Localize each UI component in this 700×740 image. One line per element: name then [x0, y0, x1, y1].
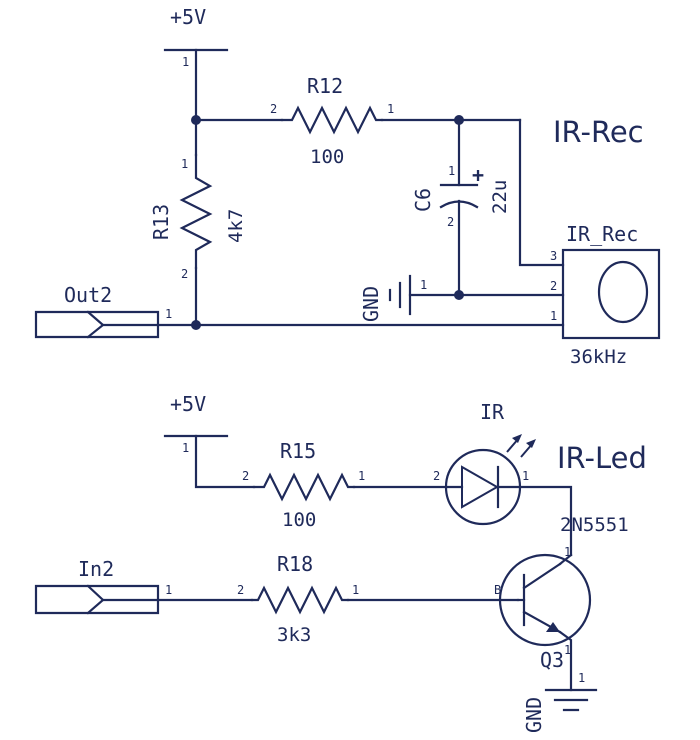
junction-out2 [191, 320, 201, 330]
in2-pin: 1 [165, 583, 172, 597]
c6-pin-bottom: 2 [447, 215, 454, 229]
q3-part: 2N5551 [560, 514, 629, 536]
gnd-label-2: GND [522, 697, 546, 733]
r12-pin-right: 1 [387, 102, 394, 116]
junction-c6-gnd [454, 290, 464, 300]
ir-led-ray-1-head [512, 434, 522, 443]
junction-r12-r13 [191, 115, 201, 125]
q3-collector-out [558, 553, 573, 566]
ir-led-pin-left: 2 [433, 469, 440, 483]
ir-led-ray-2-head [526, 439, 536, 448]
wire-emitter-gnd [558, 630, 573, 692]
ir-led-triangle [461, 465, 500, 509]
q3-pin-e: 1 [564, 643, 571, 657]
r18-pin-right: 1 [352, 583, 359, 597]
ir-led-pin-right: 1 [522, 469, 529, 483]
c6-ref: C6 [411, 188, 435, 212]
ir-rec-pin-2: 2 [550, 279, 557, 293]
r12-ref: R12 [307, 74, 343, 98]
ir-rec-pin-3: 3 [550, 249, 557, 263]
ir-led-ref: IR [480, 400, 505, 424]
supply-label-2: +5V [170, 392, 206, 416]
rec-section-title: IR-Rec [553, 115, 644, 149]
r18-ref: R18 [277, 552, 313, 576]
q3-emitter-arrow [546, 622, 560, 632]
q3-body [498, 553, 592, 647]
out2-connector [34, 310, 160, 339]
r12-value: 100 [310, 146, 344, 168]
r15-value: 100 [282, 509, 316, 531]
q3-pin-c: 1 [564, 545, 571, 559]
supply-pin-2: 1 [182, 441, 189, 455]
r15-pin-right: 1 [358, 469, 365, 483]
q3-ref: Q3 [540, 648, 564, 672]
ir-rec-lens [597, 260, 649, 324]
q3-pin-b: B [494, 583, 501, 597]
r18-value: 3k3 [277, 624, 311, 646]
gnd2-pin: 1 [578, 671, 585, 685]
out2-arrow [86, 310, 105, 339]
r15-resistor [252, 472, 356, 502]
supply-pin: 1 [182, 55, 189, 69]
r13-pin-bottom: 2 [181, 267, 188, 281]
gnd-pin: 1 [420, 278, 427, 292]
r18-resistor [250, 585, 350, 615]
c6-value: 22u [489, 180, 511, 214]
out2-pin: 1 [165, 307, 172, 321]
c6-polarity: + [472, 163, 484, 187]
r15-ref: R15 [280, 439, 316, 463]
wire-rec-pin3 [518, 118, 565, 267]
wire-supply2-r15 [194, 434, 256, 489]
gnd-label: GND [359, 286, 383, 322]
r12-pin-left: 2 [270, 102, 277, 116]
junction-c6-top [454, 115, 464, 125]
r13-resistor [179, 153, 213, 270]
r13-pin-top: 1 [181, 157, 188, 171]
in2-arrow [86, 584, 105, 615]
q3-collector-lead [522, 562, 562, 590]
r12-resistor [280, 105, 384, 135]
r13-ref: R13 [149, 204, 173, 240]
out2-name: Out2 [64, 283, 112, 307]
led-section-title: IR-Led [557, 441, 647, 475]
ir-rec-pin-1: 1 [550, 309, 557, 323]
c6-pin-top: 1 [448, 164, 455, 178]
supply-label: +5V [170, 5, 206, 29]
ir-rec-freq: 36kHz [570, 346, 627, 368]
in2-connector [34, 584, 160, 615]
ir-rec-name: IR_Rec [566, 222, 638, 246]
r15-pin-left: 2 [242, 469, 249, 483]
ir-rec-module [561, 248, 661, 340]
r13-value: 4k7 [225, 209, 247, 243]
in2-name: In2 [78, 557, 114, 581]
r18-pin-left: 2 [237, 583, 244, 597]
wire-led-collector [518, 485, 573, 557]
